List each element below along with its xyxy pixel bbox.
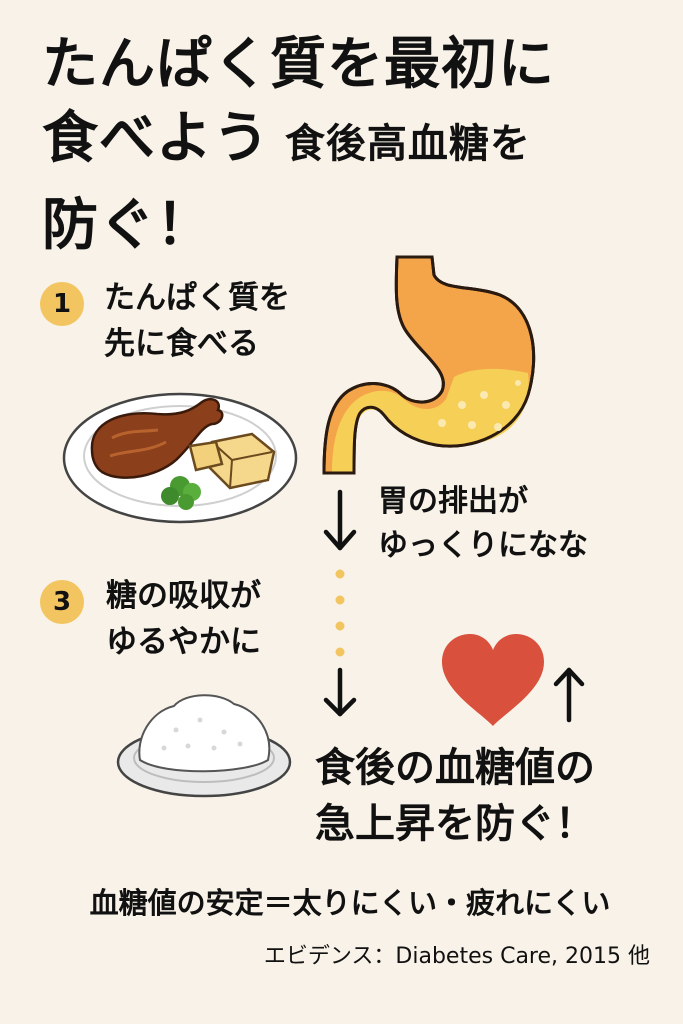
- step-3-badge: 3: [40, 580, 84, 624]
- title-line-3: 防ぐ！: [42, 193, 213, 258]
- title-line-1: たんぱく質を最初に: [42, 32, 555, 97]
- step-1-badge: 1: [40, 282, 84, 326]
- title-line-2b: 食後高血糖を: [270, 121, 531, 167]
- source-citation: エビデンス：Diabetes Care, 2015 他: [263, 944, 650, 969]
- arrow-up-icon: [553, 667, 585, 723]
- heart-icon: [442, 634, 544, 726]
- footer-summary: 血糖値の安定＝太りにくい・疲れにくい: [89, 886, 611, 920]
- chicken-plate-icon: [62, 392, 298, 524]
- stomach-icon: [322, 255, 536, 475]
- arrow-down-icon-2: [323, 667, 357, 717]
- arrow-down-icon: [323, 489, 357, 551]
- title-line-2a: 食べよう: [42, 106, 270, 171]
- result-text: 食後の血糖値の 急上昇を防ぐ！: [315, 745, 595, 847]
- dotted-connector: [335, 569, 345, 657]
- rice-bowl-icon: [116, 694, 292, 798]
- page-title: たんぱく質を最初に 食べよう 食後高血糖を 防ぐ！: [42, 28, 662, 263]
- step-3-text: 糖の吸収が ゆるやかに: [106, 578, 261, 660]
- step-1-text: たんぱく質を 先に食べる: [104, 280, 290, 362]
- step-2-text: 胃の排出が ゆっくりになな: [378, 484, 588, 563]
